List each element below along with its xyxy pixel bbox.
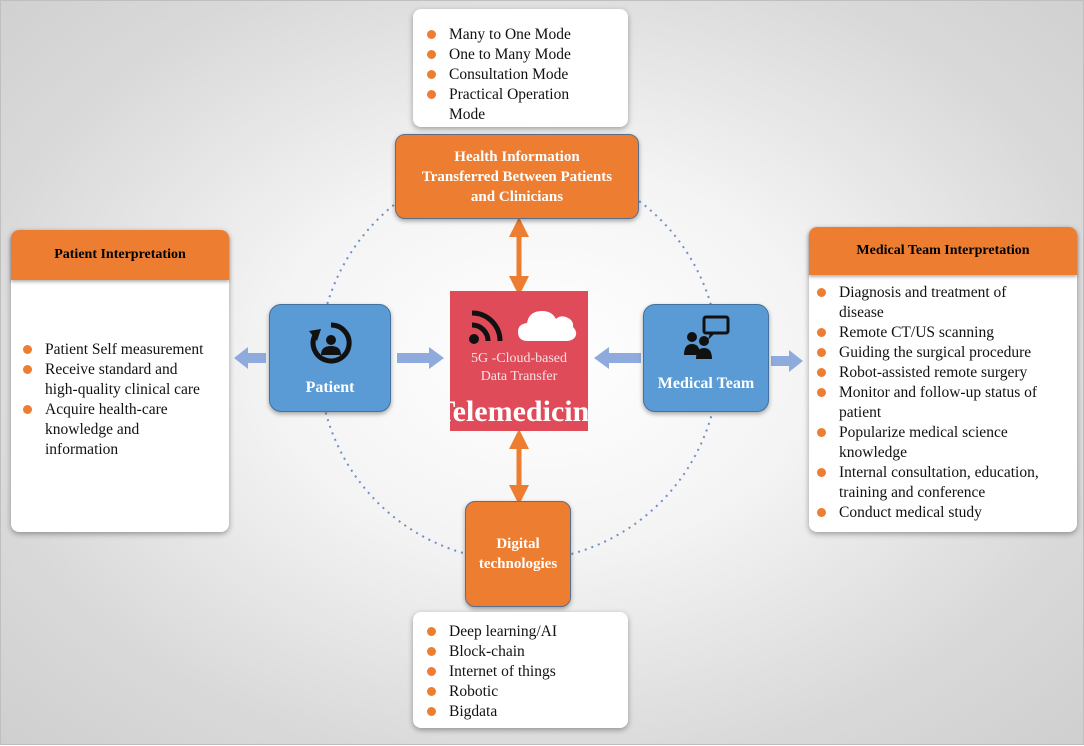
health-information-box: Health Information Transferred Between P… [395,134,639,219]
list-item: Patient Self measurement [17,340,229,360]
list-item: Conduct medical study [811,503,1077,523]
list-item: Deep learning/AI [421,622,622,642]
list-item: Robotic [421,682,622,702]
medical-team-interpretation-title: Medical Team Interpretation [809,227,1077,275]
health-information-line2: Transferred Between Patients [421,168,613,185]
list-item-continued: knowledge and [45,421,140,438]
list-item: Internal consultation, education, [811,463,1077,483]
cloud-icon [518,311,577,341]
list-item: Popularize medical science [811,423,1077,443]
list-item: Acquire health-care [17,400,229,420]
digital-technologies-list: Deep learning/AI Block-chain Internet of… [421,622,622,722]
health-information-line3: and Clinicians [470,188,564,205]
list-item-continued: Mode [449,106,486,123]
arrow-team-to-panel [771,350,803,372]
center-subtitle-line1: 5G -Cloud-based [470,351,568,366]
telemedicine-center-box: 5G -Cloud-based Data Transfer Telemedici… [450,291,588,431]
list-item-continued: high-quality clinical care [45,381,200,398]
medical-team-box: Medical Team [643,304,769,412]
list-item-continued: disease [839,304,884,321]
list-item-continued: training and conference [839,484,986,501]
medical-team-interpretation-list: Diagnosis and treatment of disease Remot… [809,283,1077,523]
digital-technologies-panel: Deep learning/AI Block-chain Internet of… [413,612,628,728]
list-item: Many to One Mode [421,25,622,45]
arrow-team-to-center [594,347,641,369]
patient-interpretation-panel: Patient Interpretation Patient Self meas… [11,230,229,532]
health-information-line1: Health Information [454,148,580,165]
list-item: Monitor and follow-up status of [811,383,1077,403]
patient-label: Patient [305,379,355,396]
list-item: Guiding the surgical procedure [811,343,1077,363]
arrow-patient-to-panel [234,347,266,369]
list-item-continued: patient [839,404,882,421]
team-chat-icon [684,315,730,359]
digital-technologies-line2: technologies [478,556,558,572]
list-item: Consultation Mode [421,65,622,85]
list-item: One to Many Mode [421,45,622,65]
patient-refresh-icon [309,322,352,364]
center-title: Telemedicine [450,395,588,428]
list-item-continued: knowledge [839,444,908,461]
list-item: Block-chain [421,642,622,662]
list-item: Receive standard and [17,360,229,380]
digital-technologies-line1: Digital [496,536,540,552]
arrow-patient-to-center [397,347,444,369]
top-modes-panel: Many to One Mode One to Many Mode Consul… [413,9,628,127]
medical-team-interpretation-panel: Medical Team Interpretation Diagnosis an… [809,227,1077,532]
patient-box: Patient [269,304,391,412]
list-item: Practical Operation [421,85,622,105]
patient-interpretation-title: Patient Interpretation [11,230,229,280]
digital-technologies-box: Digital technologies [465,501,571,607]
center-subtitle-line2: Data Transfer [480,369,558,384]
medical-team-label: Medical Team [657,375,755,392]
list-item-continued: information [45,441,119,458]
top-modes-list: Many to One Mode One to Many Mode Consul… [421,25,622,125]
list-item: Bigdata [421,702,622,722]
list-item: Internet of things [421,662,622,682]
patient-interpretation-list: Patient Self measurement Receive standar… [11,340,229,460]
wifi-signal-icon [469,310,503,344]
list-item: Remote CT/US scanning [811,323,1077,343]
list-item: Robot-assisted remote surgery [811,363,1077,383]
list-item: Diagnosis and treatment of [811,283,1077,303]
